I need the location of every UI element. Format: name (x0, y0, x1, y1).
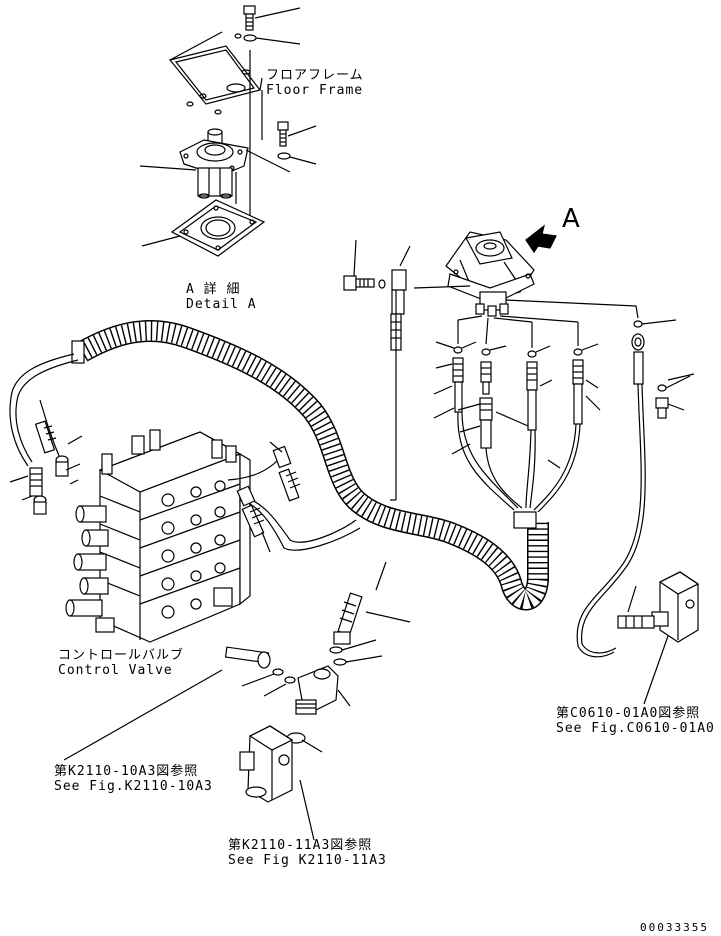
floor-frame-label-jp: フロアフレーム (266, 68, 364, 83)
control-valve-label: コントロールバルブ Control Valve (58, 648, 184, 678)
view-letter-a: A (562, 204, 580, 234)
hose-bundle-wrap (71, 320, 549, 611)
pilot-valve-icon (179, 128, 249, 199)
hose-fitting-icon (452, 357, 464, 413)
detail-a-label-jp: A 詳 細 (186, 282, 241, 297)
hose-fitting-icon (480, 361, 492, 395)
reference-k2110-11-jp: 第K2110-11A3図参照 (228, 838, 373, 853)
bolt-icon (655, 397, 669, 419)
hose-fitting-icon (526, 361, 538, 431)
reference-c0610-en: See Fig.C0610-01A0 (556, 721, 715, 736)
reference-k2110-10-en: See Fig.K2110-10A3 (54, 779, 213, 794)
detail-a-label-en: Detail A (186, 297, 257, 312)
pipe-icon (333, 592, 363, 645)
pipe-icon (224, 646, 271, 669)
floor-frame-label: フロアフレーム Floor Frame (266, 68, 364, 98)
detail-a-label: A 詳 細 Detail A (186, 282, 257, 312)
pilot-valve-assembly (343, 224, 695, 658)
reference-k2110-10-jp: 第K2110-10A3図参照 (54, 764, 199, 779)
hose-fitting-icon (272, 445, 301, 502)
hose-fitting-icon (34, 420, 69, 477)
bolt-icon (243, 5, 256, 31)
gasket-plate (170, 199, 266, 257)
tee-fitting-icon (295, 665, 339, 715)
hose-fitting-icon (572, 359, 584, 425)
reference-c0610-label: 第C0610-01A0図参照 See Fig.C0610-01A0 (556, 706, 715, 736)
reference-c0610-jp: 第C0610-01A0図参照 (556, 706, 701, 721)
view-arrow-icon (525, 224, 557, 254)
pilot-valve-icon (445, 231, 535, 317)
hose-fitting-icon (29, 467, 47, 515)
reference-k2110-10-label: 第K2110-10A3図参照 See Fig.K2110-10A3 (54, 764, 213, 794)
control-valve-assembly (9, 353, 361, 643)
floor-frame-plate (168, 45, 262, 105)
drawing-number: 00033355 (640, 921, 709, 934)
control-valve-label-jp: コントロールバルブ (58, 648, 185, 663)
hose-fitting-icon (236, 485, 265, 538)
reference-k2110-11-en: See Fig K2110-11A3 (228, 853, 387, 868)
control-valve-label-en: Control Valve (58, 663, 173, 678)
hose-fitting-icon (479, 397, 493, 449)
floor-frame-label-en: Floor Frame (266, 83, 364, 98)
hose-fitting-icon (631, 333, 645, 385)
reference-k2110-11-label: 第K2110-11A3図参照 See Fig K2110-11A3 (228, 838, 387, 868)
bolt-icon (277, 121, 289, 147)
detail-a-assembly (139, 5, 317, 257)
lower-fittings (63, 561, 700, 841)
bolt-icon (343, 275, 375, 291)
elbow-fitting-icon (390, 269, 407, 351)
valve-block-icon (239, 725, 294, 803)
control-valve-icon (65, 429, 251, 643)
valve-block-icon (617, 571, 700, 643)
